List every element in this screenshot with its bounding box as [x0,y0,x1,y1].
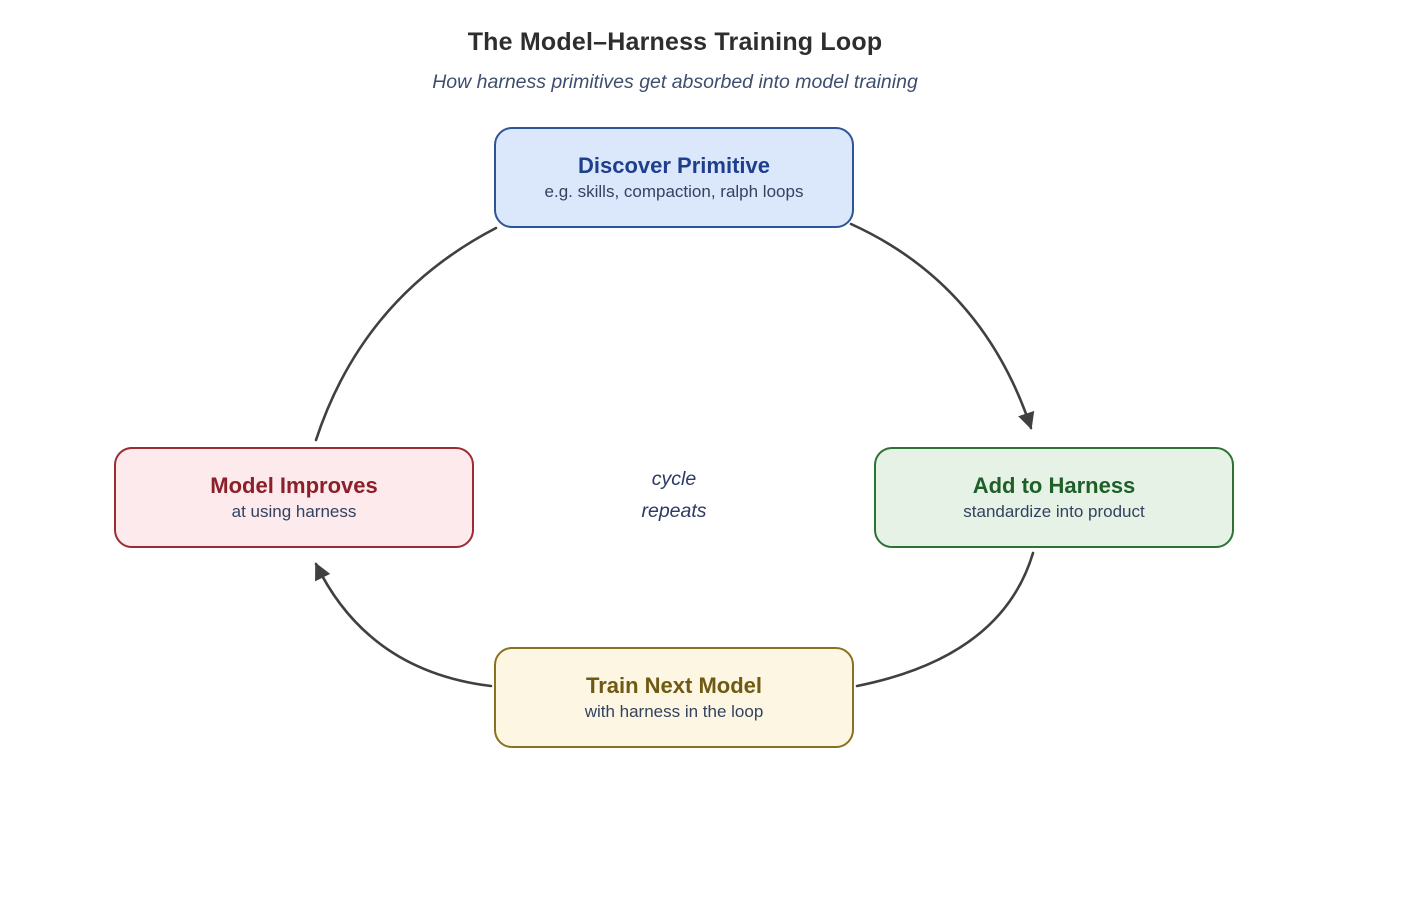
node-model-improves-subtitle: at using harness [231,501,357,521]
node-discover-primitive: Discover Primitive e.g. skills, compacti… [494,127,854,228]
node-train-next-model: Train Next Model with harness in the loo… [494,647,854,748]
node-train-next-model-subtitle: with harness in the loop [584,701,764,721]
page-title: The Model–Harness Training Loop [467,28,883,56]
edge-discover-to-harness [849,222,1035,430]
page-subtitle: How harness primitives get absorbed into… [432,71,918,93]
edge-improves-to-discover [314,226,498,442]
node-add-to-harness-title: Add to Harness [972,472,1136,498]
node-discover-primitive-subtitle: e.g. skills, compaction, ralph loops [544,181,804,201]
node-add-to-harness: Add to Harness standardize into product [874,447,1234,548]
edge-harness-to-train [855,551,1035,688]
edge-train-to-improves [314,562,493,688]
node-model-improves-title: Model Improves [210,472,378,498]
cycle-repeats-label: cycle repeats [641,463,706,527]
node-discover-primitive-title: Discover Primitive [578,152,770,178]
node-model-improves: Model Improves at using harness [114,447,474,548]
cycle-repeats-line1: cycle [651,468,697,490]
node-add-to-harness-subtitle: standardize into product [963,501,1145,521]
node-train-next-model-title: Train Next Model [585,672,763,698]
cycle-repeats-line2: repeats [641,500,707,522]
